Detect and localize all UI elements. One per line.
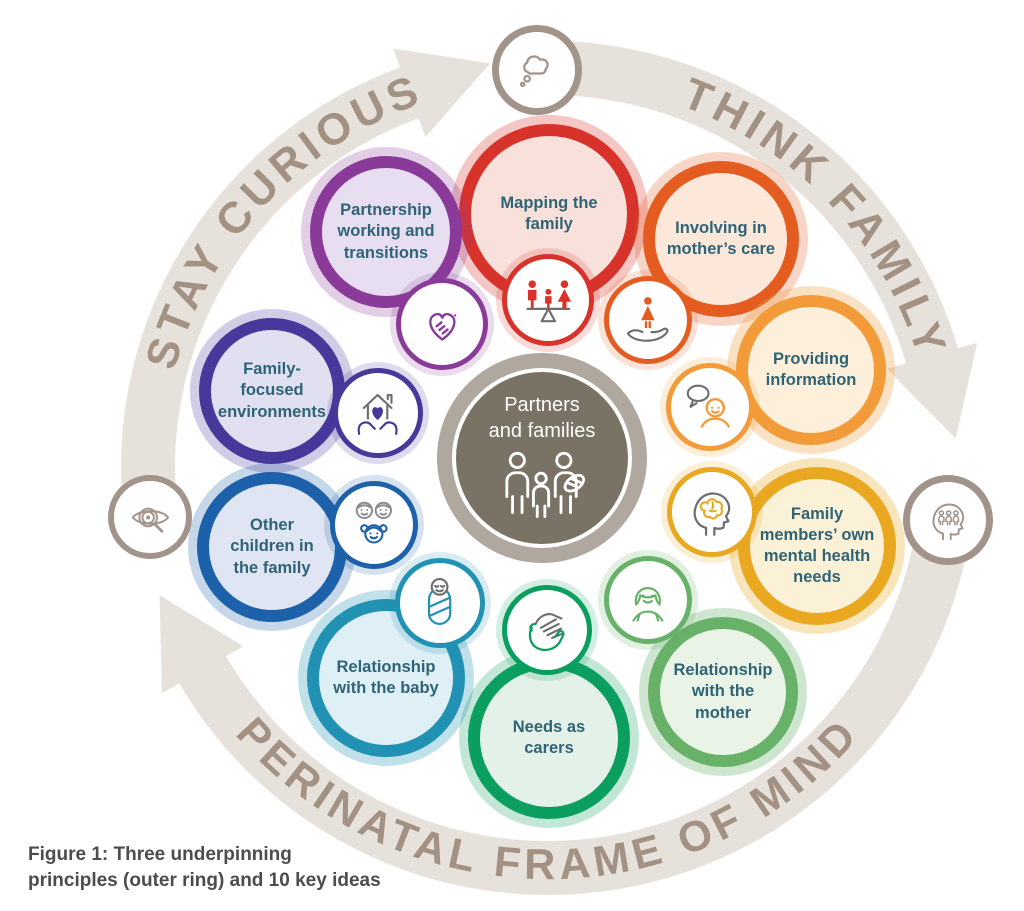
key-idea-family-members-mental-health: Family members’ own mental health needs [738,467,896,625]
key-idea-needs-as-carers: Needs as carers [468,657,630,819]
key-idea-label: Partnership working and transitions [337,201,435,262]
swaddled-baby-icon [395,558,485,648]
key-idea-other-children-in-the-family: Other children in the family [197,472,347,622]
eye-magnifier-icon [108,475,192,559]
key-idea-label: Relationship with the baby [333,657,439,697]
key-idea-label: Family members’ own mental health needs [759,504,875,587]
key-idea-providing-information: Providing information [736,295,886,445]
figure-caption: Figure 1: Three underpinning principles … [28,842,381,893]
perinatal-arrow [159,493,974,895]
head-with-people-icon [903,475,993,565]
think-family-arrow [503,41,978,439]
center-label-line2: and families [488,419,596,442]
figure-caption-line1: Figure 1: Three underpinning [28,844,292,865]
figure-caption-line2: principles (outer ring) and 10 key ideas [28,869,381,891]
stay-curious-arrow [121,48,491,498]
key-idea-label: Needs as carers [512,717,586,757]
partners-and-families-circle: Partners and families [456,372,628,544]
family-balance-icon [502,254,594,346]
key-idea-family-focused-environments: Family-focused environments [199,318,345,464]
hands-house-heart-icon [333,368,423,458]
key-idea-label: Family-focused environments [217,360,327,421]
center-label-line1: Partners [504,393,580,416]
key-idea-label: Mapping the family [500,193,598,233]
partners-families-icon [505,451,585,518]
holding-hands-icon [502,585,592,675]
thought-bubble-icon [492,25,582,115]
mother-icon [604,556,692,644]
children-faces-icon [330,481,418,569]
person-speech-bubble-icon [666,363,754,451]
key-idea-label: Providing information [765,349,857,389]
key-idea-label: Involving in mother’s care [666,218,776,258]
key-idea-relationship-with-the-mother: Relationship with the mother [648,617,798,767]
key-idea-label: Other children in the family [230,516,314,577]
woman-on-hand-icon [604,276,692,364]
key-idea-label: Relationship with the mother [673,661,773,722]
head-brain-icon [667,467,757,557]
handshake-icon [396,278,488,370]
